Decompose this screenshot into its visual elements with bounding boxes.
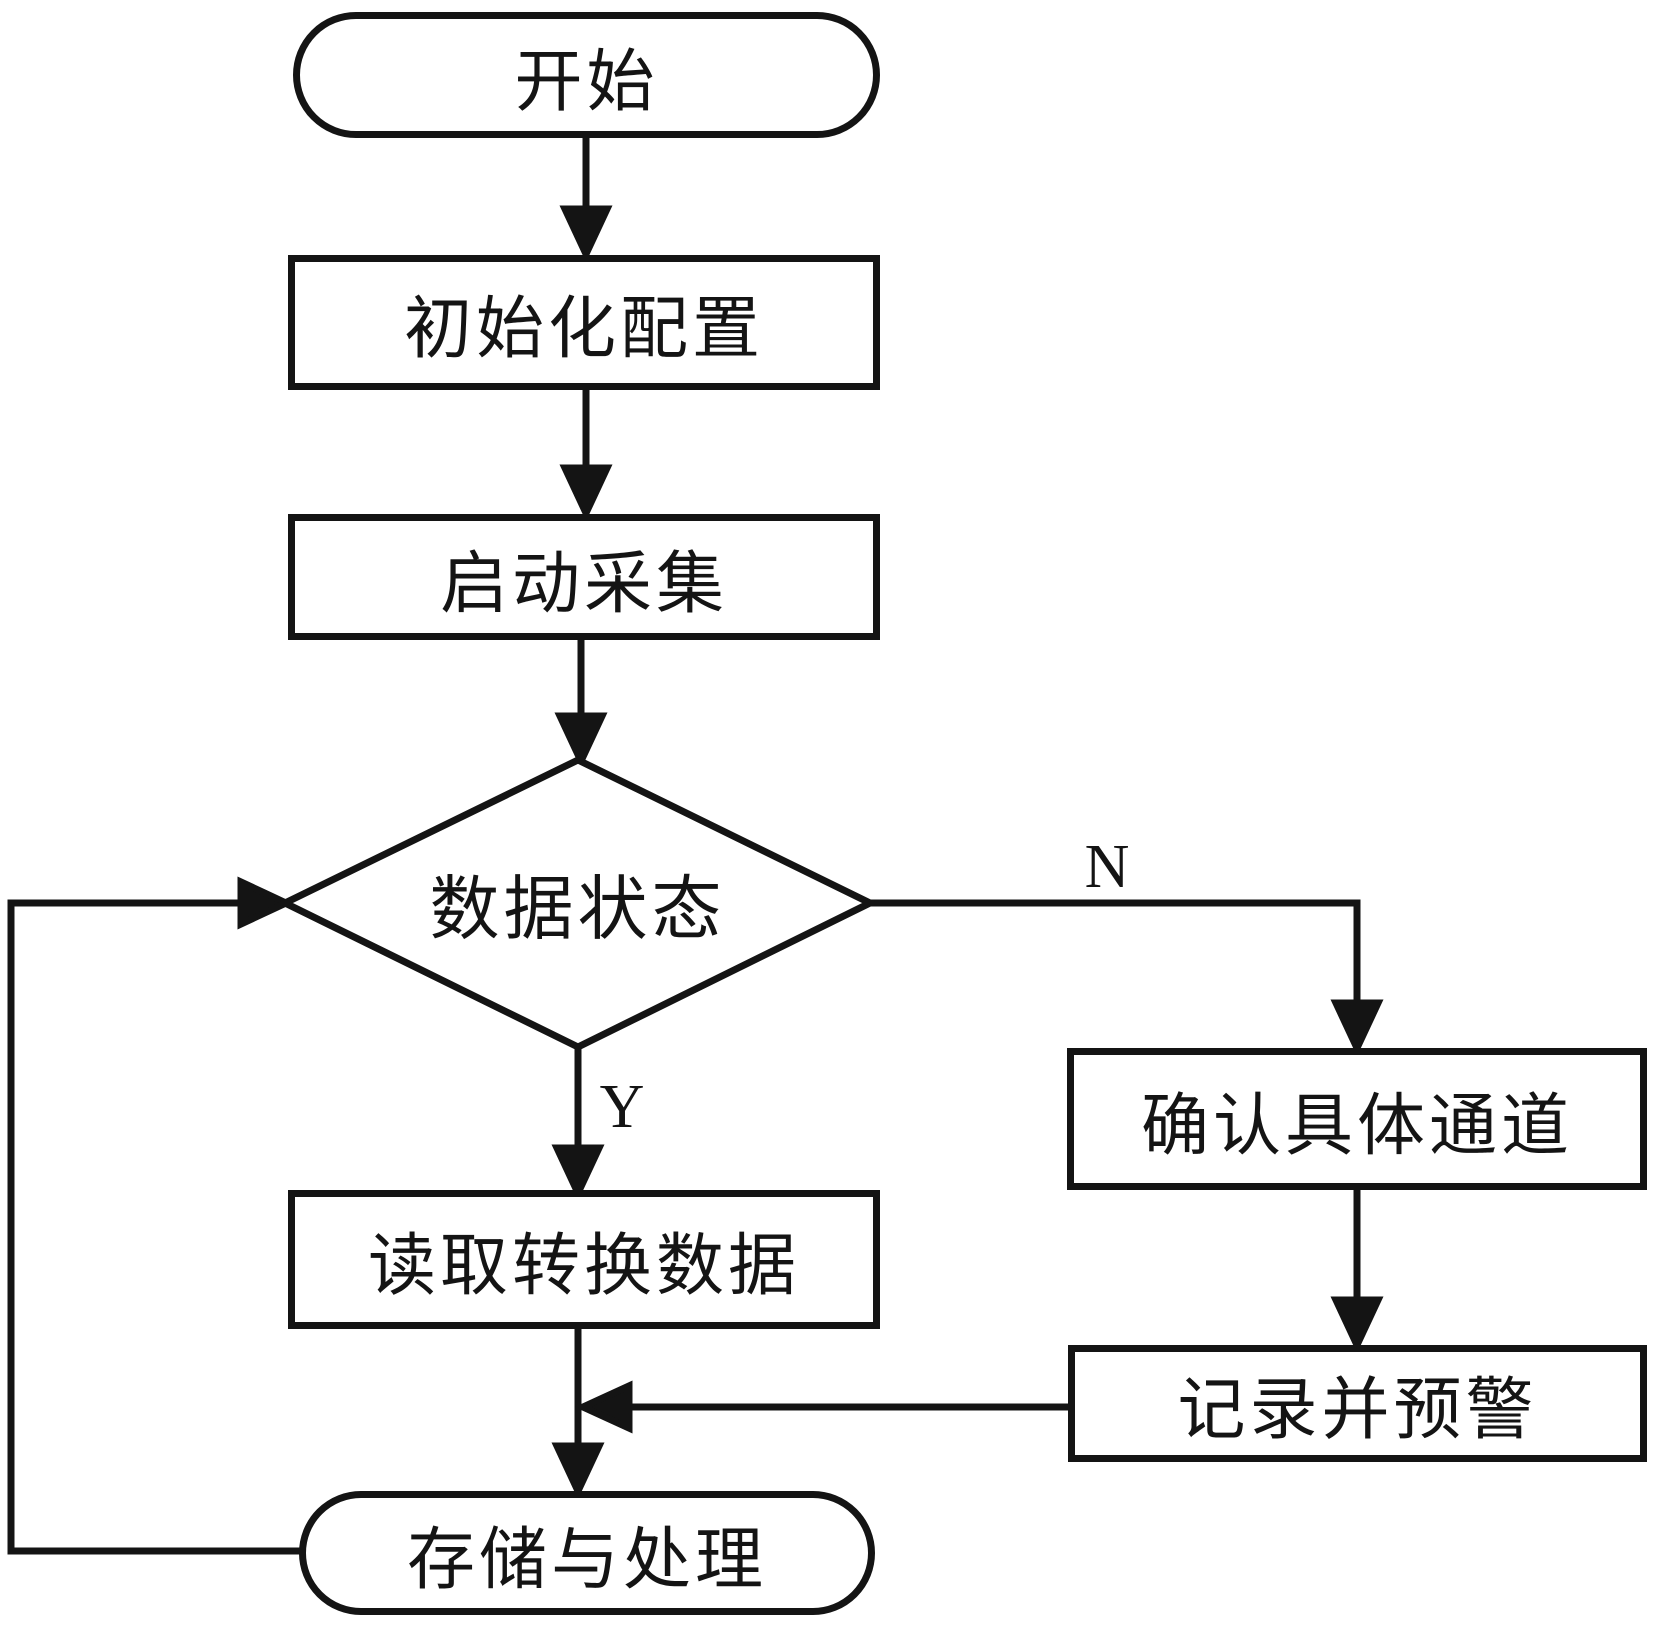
- branch-label-no: N: [1084, 833, 1130, 901]
- node-start-label: 开始: [514, 43, 659, 120]
- edge-status-read-yes: [551, 1045, 605, 1202]
- node-start-acquisition-label: 启动采集: [439, 545, 728, 622]
- node-init-config-label: 初始化配置: [403, 291, 764, 367]
- edge-store-status-loop: [7, 876, 304, 1555]
- edge-confirm-record: [1330, 1188, 1384, 1354]
- node-store-process: 存储与处理: [299, 1491, 875, 1615]
- node-record-warn: 记录并预警: [1068, 1345, 1647, 1462]
- edge-status-confirm-no: [866, 899, 1384, 1057]
- node-init-config: 初始化配置: [288, 255, 880, 390]
- decision-diamond-shape: [277, 756, 878, 1051]
- node-read-converted-data-label: 读取转换数据: [367, 1228, 800, 1304]
- edge-record-junction: [574, 1380, 1070, 1434]
- node-store-process-label: 存储与处理: [406, 1521, 767, 1598]
- node-record-warn-label: 记录并预警: [1177, 1372, 1538, 1448]
- edge-init-acquire: [559, 388, 613, 522]
- branch-label-yes: Y: [599, 1073, 645, 1141]
- edge-read-store: [551, 1327, 605, 1500]
- edge-acquire-status: [554, 638, 608, 770]
- edge-start-init: [559, 134, 613, 263]
- node-confirm-channel-label: 确认具体通道: [1140, 1087, 1573, 1164]
- node-read-converted-data: 读取转换数据: [288, 1190, 880, 1329]
- node-confirm-channel: 确认具体通道: [1067, 1048, 1647, 1190]
- node-start: 开始: [293, 12, 880, 138]
- node-start-acquisition: 启动采集: [288, 514, 880, 640]
